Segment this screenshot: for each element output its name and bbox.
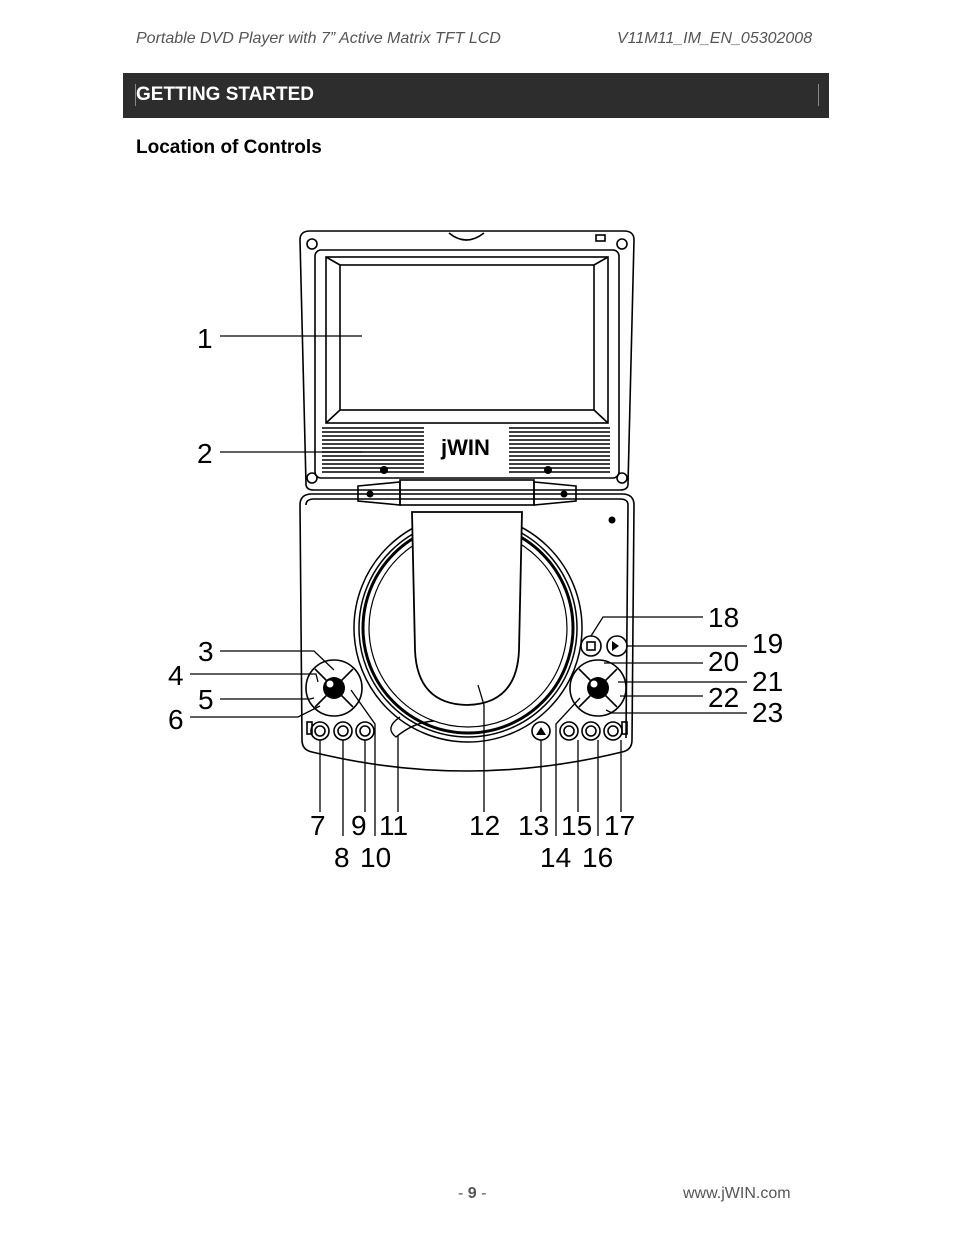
brand-logo: jWIN (440, 435, 490, 460)
callout-16: 16 (582, 842, 613, 873)
callout-23: 23 (752, 697, 783, 728)
section-title: GETTING STARTED (136, 84, 315, 105)
subheading: Location of Controls (136, 137, 322, 158)
callout-20: 20 (708, 646, 739, 677)
callout-22: 22 (708, 682, 739, 713)
callout-18: 18 (708, 602, 739, 633)
callout-5: 5 (198, 684, 214, 715)
callout-2: 2 (197, 438, 213, 469)
lcd-screen (325, 256, 609, 424)
stop-button (580, 635, 602, 657)
callout-10: 10 (360, 842, 391, 873)
callout-13: 13 (518, 810, 549, 841)
callout-17: 17 (604, 810, 635, 841)
page-number-value: 9 (467, 1185, 477, 1202)
page-number-prefix: - (458, 1185, 468, 1202)
base-outline (299, 493, 635, 772)
callout-numbers: 1 2 3 4 5 6 7 8 9 10 11 12 13 14 15 16 1… (168, 323, 783, 873)
callout-7: 7 (310, 810, 326, 841)
callout-21: 21 (752, 666, 783, 697)
running-header-title: Portable DVD Player with 7” Active Matri… (136, 30, 501, 47)
speaker-grille (322, 427, 610, 473)
callout-9: 9 (351, 810, 367, 841)
callout-14: 14 (540, 842, 571, 873)
running-header-docid: V11M11_IM_EN_05302008 (617, 30, 813, 47)
footer-url: www.jWIN.com (683, 1185, 791, 1202)
hinge (399, 479, 535, 506)
section-bar (123, 73, 829, 118)
callout-19: 19 (752, 628, 783, 659)
lid-outline (299, 230, 635, 491)
callout-4: 4 (168, 660, 184, 691)
disc-clamp-arm (411, 511, 523, 706)
callout-11: 11 (379, 810, 408, 841)
callout-3: 3 (198, 636, 214, 667)
page-number-suffix: - (476, 1185, 487, 1202)
callout-8: 8 (334, 842, 350, 873)
callout-leader-lines (190, 335, 747, 836)
callout-15: 15 (561, 810, 592, 841)
callout-12: 12 (469, 810, 500, 841)
callout-6: 6 (168, 704, 184, 735)
callout-1: 1 (197, 323, 213, 354)
bottom-buttons (306, 721, 628, 741)
page-number: - 9 - (458, 1185, 486, 1203)
